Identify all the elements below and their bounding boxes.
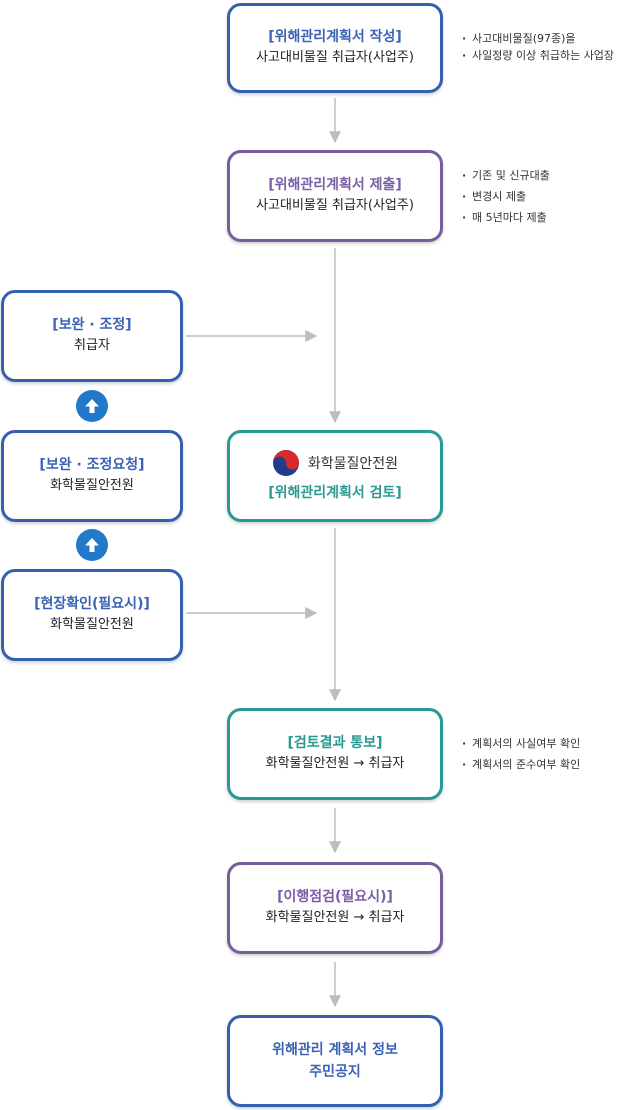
note-item: 매 5년마다 제출 [462,207,550,228]
step-review-plan: 화학물질안전원 [위해관리계획서 검토] [227,430,443,522]
step-line1: 위해관리 계획서 정보 [272,1042,398,1058]
step-subtitle: 사고대비물질 취급자(사업주) [256,198,414,213]
step-title: [검토결과 통보] [287,735,383,751]
step-subtitle: 화학물질안전원 → 취급자 [265,756,405,771]
note-item: 계획서의 사실여부 확인 [462,733,580,754]
step-title: [이행점검(필요시)] [277,889,393,905]
note-item: 사일정량 이상 취급하는 사업장 [462,45,614,66]
agency-logo-text: 화학물질안전원 [307,456,399,472]
up-arrow-icon [76,390,108,422]
step-title: [위해관리계획서 검토] [268,485,402,501]
notes-step1: 사고대비물질(97종)을 사일정량 이상 취급하는 사업장 [462,28,614,66]
step-title: [보완 · 조정요청] [39,457,145,473]
step-title: [보완 · 조정] [52,317,132,333]
step-title: [위해관리계획서 작성] [268,29,402,45]
agency-logo: 화학물질안전원 [272,449,398,477]
notes-step2: 기존 및 신규대출 변경시 제출 매 5년마다 제출 [462,165,550,228]
note-item: 사고대비물질(97종)을 [462,28,614,49]
step-subtitle: 취급자 [74,338,110,353]
step-inspection: [이행점검(필요시)] 화학물질안전원 → 취급자 [227,862,443,954]
step-title: [위해관리계획서 제출] [268,177,402,193]
taegeuk-logo-icon [272,450,299,476]
note-item: 기존 및 신규대출 [462,165,550,186]
step-submit-plan: [위해관리계획서 제출] 사고대비물질 취급자(사업주) [227,150,443,242]
step-subtitle: 화학물질안전원 [50,478,134,493]
note-item: 계획서의 준수여부 확인 [462,754,580,775]
step-title: [현장확인(필요시)] [34,596,150,612]
step-subtitle: 화학물질안전원 [50,617,134,632]
note-item: 변경시 제출 [462,186,550,207]
step-subtitle: 사고대비물질 취급자(사업주) [256,50,414,65]
step-review-result: [검토결과 통보] 화학물질안전원 → 취급자 [227,708,443,800]
step-write-plan: [위해관리계획서 작성] 사고대비물질 취급자(사업주) [227,3,443,93]
side-step-revise-request: [보완 · 조정요청] 화학물질안전원 [1,430,183,522]
step-subtitle: 화학물질안전원 → 취급자 [265,910,405,925]
notes-step4: 계획서의 사실여부 확인 계획서의 준수여부 확인 [462,733,580,775]
side-step-site-check: [현장확인(필요시)] 화학물질안전원 [1,569,183,661]
up-arrow-icon [76,529,108,561]
side-step-revise: [보완 · 조정] 취급자 [1,290,183,382]
step-public-notice: 위해관리 계획서 정보 주민공지 [227,1015,443,1107]
step-line2: 주민공지 [309,1064,361,1080]
